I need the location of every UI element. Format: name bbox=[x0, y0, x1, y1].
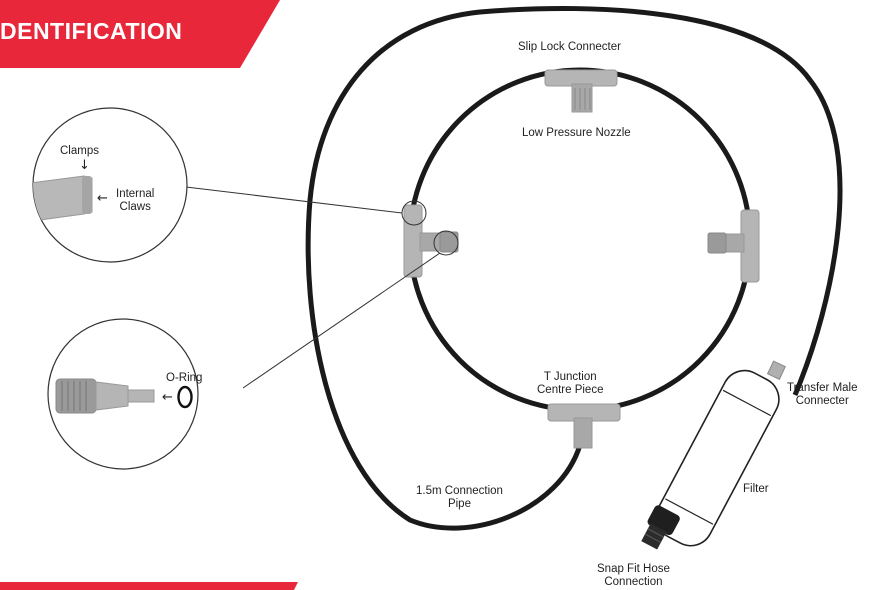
left-arrow-icon: ← bbox=[162, 390, 173, 405]
label-internal-claws: Internal Claws bbox=[116, 188, 155, 213]
left-t-junction bbox=[403, 204, 459, 278]
label-t-junction: T Junction Centre Piece bbox=[537, 371, 604, 396]
filter-assembly bbox=[655, 360, 786, 547]
nozzle-callout-point bbox=[433, 230, 459, 256]
clamp-detail-callout bbox=[32, 107, 188, 263]
label-connection-pipe: 1.5m Connection Pipe bbox=[416, 485, 503, 510]
o-ring-shape bbox=[177, 385, 193, 409]
slip-lock-connector bbox=[544, 69, 618, 113]
outer-hose bbox=[305, 6, 843, 531]
left-arrow-icon: ← bbox=[97, 191, 108, 206]
label-filter: Filter bbox=[743, 483, 769, 495]
t-junction-centre-piece bbox=[547, 403, 621, 449]
down-arrow-icon: ↓ bbox=[79, 158, 90, 173]
snap-fit-hose-connection bbox=[641, 505, 680, 550]
right-t-junction bbox=[707, 209, 760, 283]
label-transfer-male-connecter: Transfer Male Connecter bbox=[787, 382, 858, 407]
inner-ring bbox=[407, 67, 753, 413]
o-ring-detail-callout bbox=[47, 318, 199, 470]
title-banner bbox=[0, 0, 280, 68]
label-slip-lock-connecter: Slip Lock Connecter bbox=[518, 41, 621, 53]
bottom-accent-bar bbox=[0, 582, 298, 590]
label-low-pressure-nozzle: Low Pressure Nozzle bbox=[522, 127, 631, 139]
label-clamps: Clamps bbox=[60, 145, 99, 157]
label-o-ring: O-Ring bbox=[166, 372, 203, 384]
page-title: DENTIFICATION bbox=[0, 18, 183, 44]
label-snap-fit-hose-connection: Snap Fit Hose Connection bbox=[597, 563, 670, 588]
